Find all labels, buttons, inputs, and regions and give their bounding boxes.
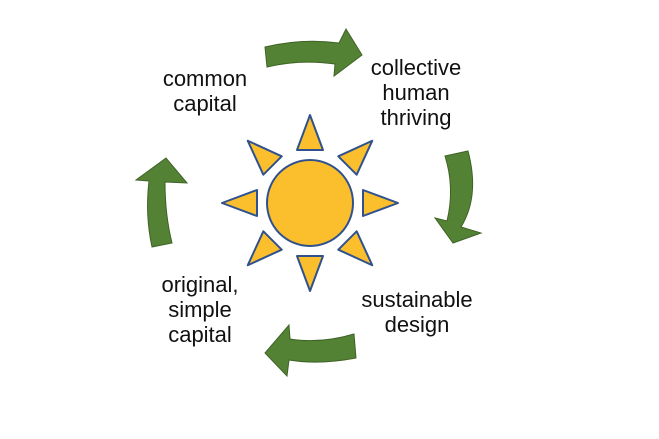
sun-rays <box>221 114 399 292</box>
arrow-collective-to-sustainable <box>433 150 483 244</box>
sun-core <box>266 159 354 247</box>
sun-ray <box>362 189 399 217</box>
node-label-original-capital: original, simple capital <box>161 272 239 347</box>
sun-ray <box>296 114 324 151</box>
sun-icon <box>221 114 399 292</box>
cycle-arrows <box>134 27 483 378</box>
node-label-common-capital: common capital <box>162 66 248 116</box>
sun-ray <box>337 230 374 267</box>
node-label-sustainable-design: sustainable design <box>361 287 473 337</box>
sun-ray <box>246 139 283 176</box>
arrow-original-to-common <box>134 157 189 248</box>
sun-ray <box>246 230 283 267</box>
sun-ray <box>337 139 374 176</box>
arrow-common-to-collective <box>264 27 363 78</box>
node-label-collective-thriving: collective human thriving <box>370 55 462 130</box>
arrow-sustainable-to-original <box>264 323 357 378</box>
sun-ray <box>221 189 258 217</box>
sun-ray <box>296 255 324 292</box>
